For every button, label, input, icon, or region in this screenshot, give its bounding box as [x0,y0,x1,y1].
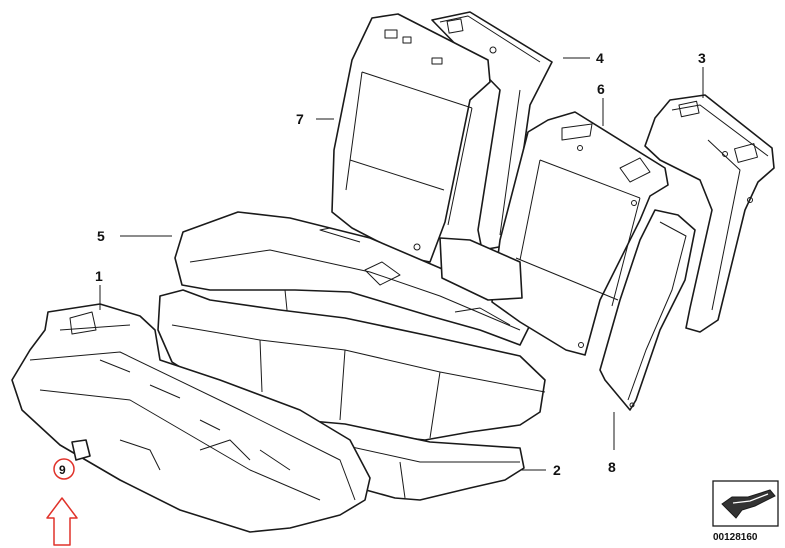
part-9-clip[interactable] [71,439,91,461]
callout-7[interactable]: 7 [296,111,304,127]
part-6-side-backrest[interactable] [439,111,669,356]
document-number: 00128160 [713,532,758,543]
callout-6[interactable]: 6 [597,81,605,97]
part-5-seat-cushion[interactable] [174,211,531,346]
callout-4[interactable]: 4 [596,50,604,66]
highlight-circle [53,458,75,480]
part-3-side-frame[interactable] [644,94,775,333]
document-reference: 00128160 [712,480,779,543]
callout-1[interactable]: 1 [95,268,103,284]
part-9-highlight[interactable]: 9 [46,458,78,546]
document-arrow-highlight [732,493,769,504]
part-7-backrest[interactable] [331,13,491,263]
part-1-seat-frame[interactable] [11,303,371,533]
callout-9[interactable]: 9 [59,463,66,477]
callout-3[interactable]: 3 [698,50,706,66]
callout-5[interactable]: 5 [97,228,105,244]
callout-2[interactable]: 2 [553,462,561,478]
callout-8[interactable]: 8 [608,459,616,475]
up-arrow-icon [46,497,78,546]
part-8-side-panel[interactable] [599,209,696,411]
